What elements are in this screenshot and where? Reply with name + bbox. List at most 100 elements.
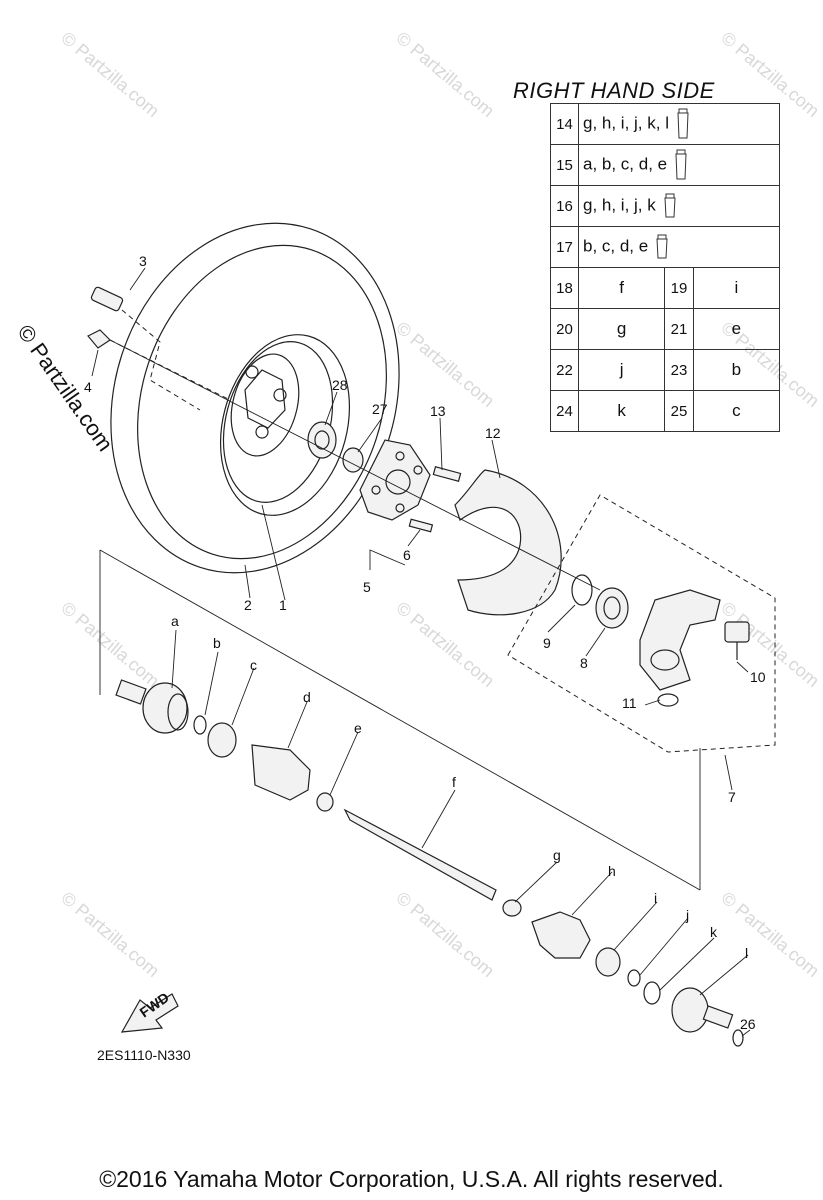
callout-27: 27	[372, 401, 388, 417]
row-number: 17	[550, 226, 579, 268]
row-number: 16	[550, 185, 579, 227]
callout-28: 28	[332, 377, 348, 393]
callout-1: 1	[279, 597, 287, 613]
ring-part-k	[643, 981, 661, 1005]
fwd-arrow-icon: FWD	[120, 989, 179, 1033]
row-letters: a, b, c, d, e	[578, 144, 780, 186]
watermark: © Partzilla.com	[392, 318, 498, 411]
callout-6: 6	[403, 547, 411, 563]
cv-joint-part-a	[115, 679, 189, 734]
knuckle-group-part-7	[507, 494, 776, 753]
row-letter: b	[692, 349, 781, 391]
row-number: 22	[550, 349, 579, 391]
watermark: © Partzilla.com	[392, 28, 498, 121]
row-number: 25	[664, 390, 694, 432]
row-number: 19	[664, 267, 694, 309]
callout-f: f	[452, 774, 456, 790]
callout-2: 2	[244, 597, 252, 613]
callout-5: 5	[363, 579, 371, 595]
row-letter: g	[577, 308, 666, 350]
shaft-part-f	[343, 808, 497, 901]
letters-text: a, b, c, d, e	[583, 154, 668, 174]
row-letters: g, h, i, j, k	[578, 185, 780, 227]
watermark: © Partzilla.com	[392, 888, 498, 981]
leader-lines	[91, 267, 751, 1037]
callout-10: 10	[750, 669, 766, 685]
callout-4: 4	[84, 379, 92, 395]
row-letter: j	[577, 349, 666, 391]
callout-j: j	[685, 907, 689, 923]
callout-g: g	[553, 847, 561, 863]
row-number: 23	[664, 349, 694, 391]
circlip-part-9	[571, 574, 629, 629]
tire-part-2	[110, 222, 400, 574]
cv-joint-part-l	[671, 987, 734, 1033]
watermark: © Partzilla.com	[57, 28, 163, 121]
clamp-part-i	[595, 947, 621, 977]
row-number: 18	[550, 267, 579, 309]
letters-text: g, h, i, j, k	[583, 195, 656, 215]
hub-part-5	[359, 439, 431, 521]
callout-h: h	[608, 863, 616, 879]
callout-12: 12	[485, 425, 501, 441]
boot-part-d	[251, 744, 311, 801]
callout-k: k	[710, 924, 718, 940]
band-part-e	[316, 792, 334, 812]
callout-a: a	[171, 613, 179, 629]
grease-tube-icon	[675, 149, 687, 180]
valve-stem-part-3	[87, 286, 231, 411]
bolt-part-13	[408, 466, 462, 533]
row-letter: f	[577, 267, 666, 309]
letters-text: b, c, d, e	[583, 236, 649, 256]
row-letter: c	[692, 390, 781, 432]
row-number: 24	[550, 390, 579, 432]
callout-13: 13	[430, 403, 446, 419]
callout-7: 7	[728, 789, 736, 805]
callout-3: 3	[139, 253, 147, 269]
bearing-part-28	[307, 421, 364, 473]
circlip-part-j	[627, 969, 641, 987]
row-letter: e	[692, 308, 781, 350]
brake-disc-part-12	[454, 469, 562, 616]
callout-b: b	[213, 635, 221, 651]
callout-d: d	[303, 689, 311, 705]
callout-c: c	[250, 657, 257, 673]
grease-tube-icon	[677, 108, 689, 139]
letters-text: g, h, i, j, k, l	[583, 113, 669, 133]
row-letters: g, h, i, j, k, l	[578, 103, 780, 145]
row-number: 21	[664, 308, 694, 350]
grease-tube-icon	[656, 234, 668, 259]
circlip-part-b	[193, 715, 207, 735]
callout-26: 26	[740, 1016, 756, 1032]
watermark: © Partzilla.com	[57, 888, 163, 981]
callout-8: 8	[580, 655, 588, 671]
reference-code: 2ES1110-N330	[97, 1047, 191, 1063]
wheel-rim-part-1	[219, 334, 351, 516]
callout-11: 11	[622, 695, 637, 711]
row-number: 15	[550, 144, 579, 186]
callout-i: i	[654, 890, 657, 906]
boot-part-h	[531, 911, 591, 959]
callout-l: l	[745, 945, 748, 961]
row-number: 20	[550, 308, 579, 350]
callout-labels: 3 4 28 27 13 12 6 5 1 2 9 8 10 11 7 a b …	[84, 253, 766, 1032]
copyright-notice: ©2016 Yamaha Motor Corporation, U.S.A. A…	[99, 1166, 724, 1192]
row-letters: b, c, d, e	[578, 226, 780, 268]
watermark: © Partzilla.com	[717, 598, 823, 691]
grease-tube-icon	[664, 193, 676, 218]
row-letter: i	[692, 267, 781, 309]
callout-e: e	[354, 720, 362, 736]
band-part-g	[502, 899, 522, 917]
callout-9: 9	[543, 635, 551, 651]
row-number: 14	[550, 103, 579, 145]
